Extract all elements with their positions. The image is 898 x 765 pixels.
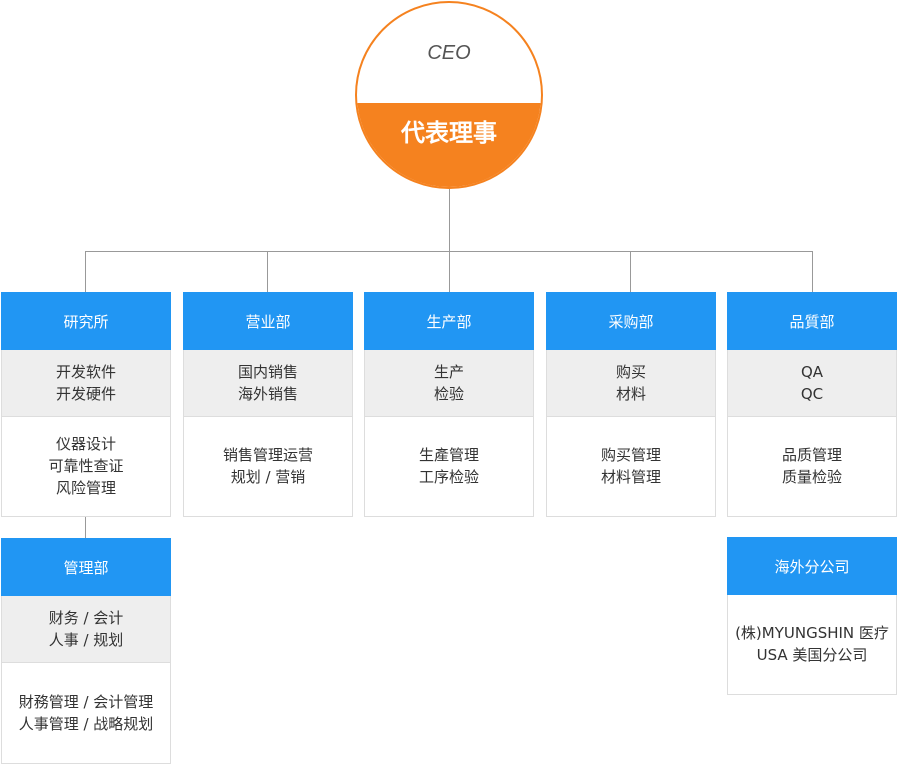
dept-task-item: USA 美国分公司	[756, 646, 868, 664]
ceo-name: 代表理事	[357, 103, 541, 187]
dept-sub-item: 购买	[615, 363, 646, 381]
dept-sub-item: 检验	[433, 385, 464, 403]
dept-admin: 管理部 财务 / 会计 人事 / 规划 財務管理 / 会计管理 人事管理 / 战…	[1, 538, 171, 764]
ceo-connector	[449, 189, 450, 251]
dept-task-item: (株)MYUNGSHIN 医疗	[735, 624, 889, 642]
dept-name: 营业部	[183, 292, 353, 350]
dept-sub-list: 国内销售 海外销售	[184, 350, 352, 417]
dept-task-list: 销售管理运营 规划 / 营销	[184, 417, 352, 515]
dept-task-item: 购买管理	[600, 446, 661, 464]
dept-sub-item: QA	[800, 363, 824, 381]
dept-task-item: 工序检验	[418, 468, 479, 486]
dept-task-item: 规划 / 营销	[230, 468, 306, 486]
dept-sub-item: 开发硬件	[55, 385, 116, 403]
dept-task-item: 財務管理 / 会计管理	[18, 693, 154, 711]
dept-task-item: 品质管理	[781, 446, 842, 464]
ceo-node: CEO 代表理事	[355, 1, 543, 189]
dept-task-item: 可靠性查证	[48, 457, 124, 475]
dept-task-item: 生產管理	[418, 446, 479, 464]
dept-task-list: 財務管理 / 会计管理 人事管理 / 战略规划	[2, 663, 170, 763]
dept-purchase: 采购部 购买 材料 购买管理 材料管理	[546, 292, 716, 517]
dept-name: 研究所	[1, 292, 171, 350]
dept-sub-list: 购买 材料	[547, 350, 715, 417]
dept-name: 采购部	[546, 292, 716, 350]
dept-task-item: 风险管理	[55, 479, 116, 497]
dept-sub-item: 财务 / 会计	[48, 609, 124, 627]
connector-admin	[85, 516, 86, 538]
dept-task-list: (株)MYUNGSHIN 医疗 USA 美国分公司	[728, 595, 896, 693]
dept-name: 品質部	[727, 292, 897, 350]
dept-task-list: 仪器设计 可靠性查证 风险管理	[2, 417, 170, 515]
dept-sub-item: 人事 / 规划	[48, 631, 124, 649]
dept-production: 生产部 生产 检验 生產管理 工序检验	[364, 292, 534, 517]
connector-purchase	[630, 251, 631, 292]
dept-sub-list: QA QC	[728, 350, 896, 417]
dept-task-list: 购买管理 材料管理	[547, 417, 715, 515]
dept-overseas: 海外分公司 (株)MYUNGSHIN 医疗 USA 美国分公司	[727, 537, 897, 695]
connector-sales	[267, 251, 268, 292]
dept-task-item: 材料管理	[600, 468, 661, 486]
dept-task-item: 人事管理 / 战略规划	[18, 715, 154, 733]
dept-sub-item: 开发软件	[55, 363, 116, 381]
dept-sub-item: 海外销售	[237, 385, 298, 403]
connector-quality	[812, 251, 813, 292]
dept-name: 生产部	[364, 292, 534, 350]
dept-task-item: 仪器设计	[55, 435, 116, 453]
dept-sub-list: 开发软件 开发硬件	[2, 350, 170, 417]
dept-quality: 品質部 QA QC 品质管理 质量检验	[727, 292, 897, 517]
connector-production	[449, 251, 450, 292]
dept-task-item: 质量检验	[781, 468, 842, 486]
dept-task-item: 销售管理运营	[222, 446, 313, 464]
dept-task-list: 品质管理 质量检验	[728, 417, 896, 515]
dept-sub-item: 材料	[615, 385, 646, 403]
ceo-title: CEO	[427, 41, 471, 64]
dept-sub-list: 生产 检验	[365, 350, 533, 417]
dept-name: 海外分公司	[727, 537, 897, 595]
connector-research	[85, 251, 86, 292]
dept-sub-item: 国内销售	[237, 363, 298, 381]
dept-sales: 营业部 国内销售 海外销售 销售管理运营 规划 / 营销	[183, 292, 353, 517]
dept-name: 管理部	[1, 538, 171, 596]
dept-sub-item: QC	[800, 385, 824, 403]
dept-task-list: 生產管理 工序检验	[365, 417, 533, 515]
dept-research: 研究所 开发软件 开发硬件 仪器设计 可靠性查证 风险管理	[1, 292, 171, 517]
dept-sub-item: 生产	[433, 363, 464, 381]
dept-sub-list: 财务 / 会计 人事 / 规划	[2, 596, 170, 663]
